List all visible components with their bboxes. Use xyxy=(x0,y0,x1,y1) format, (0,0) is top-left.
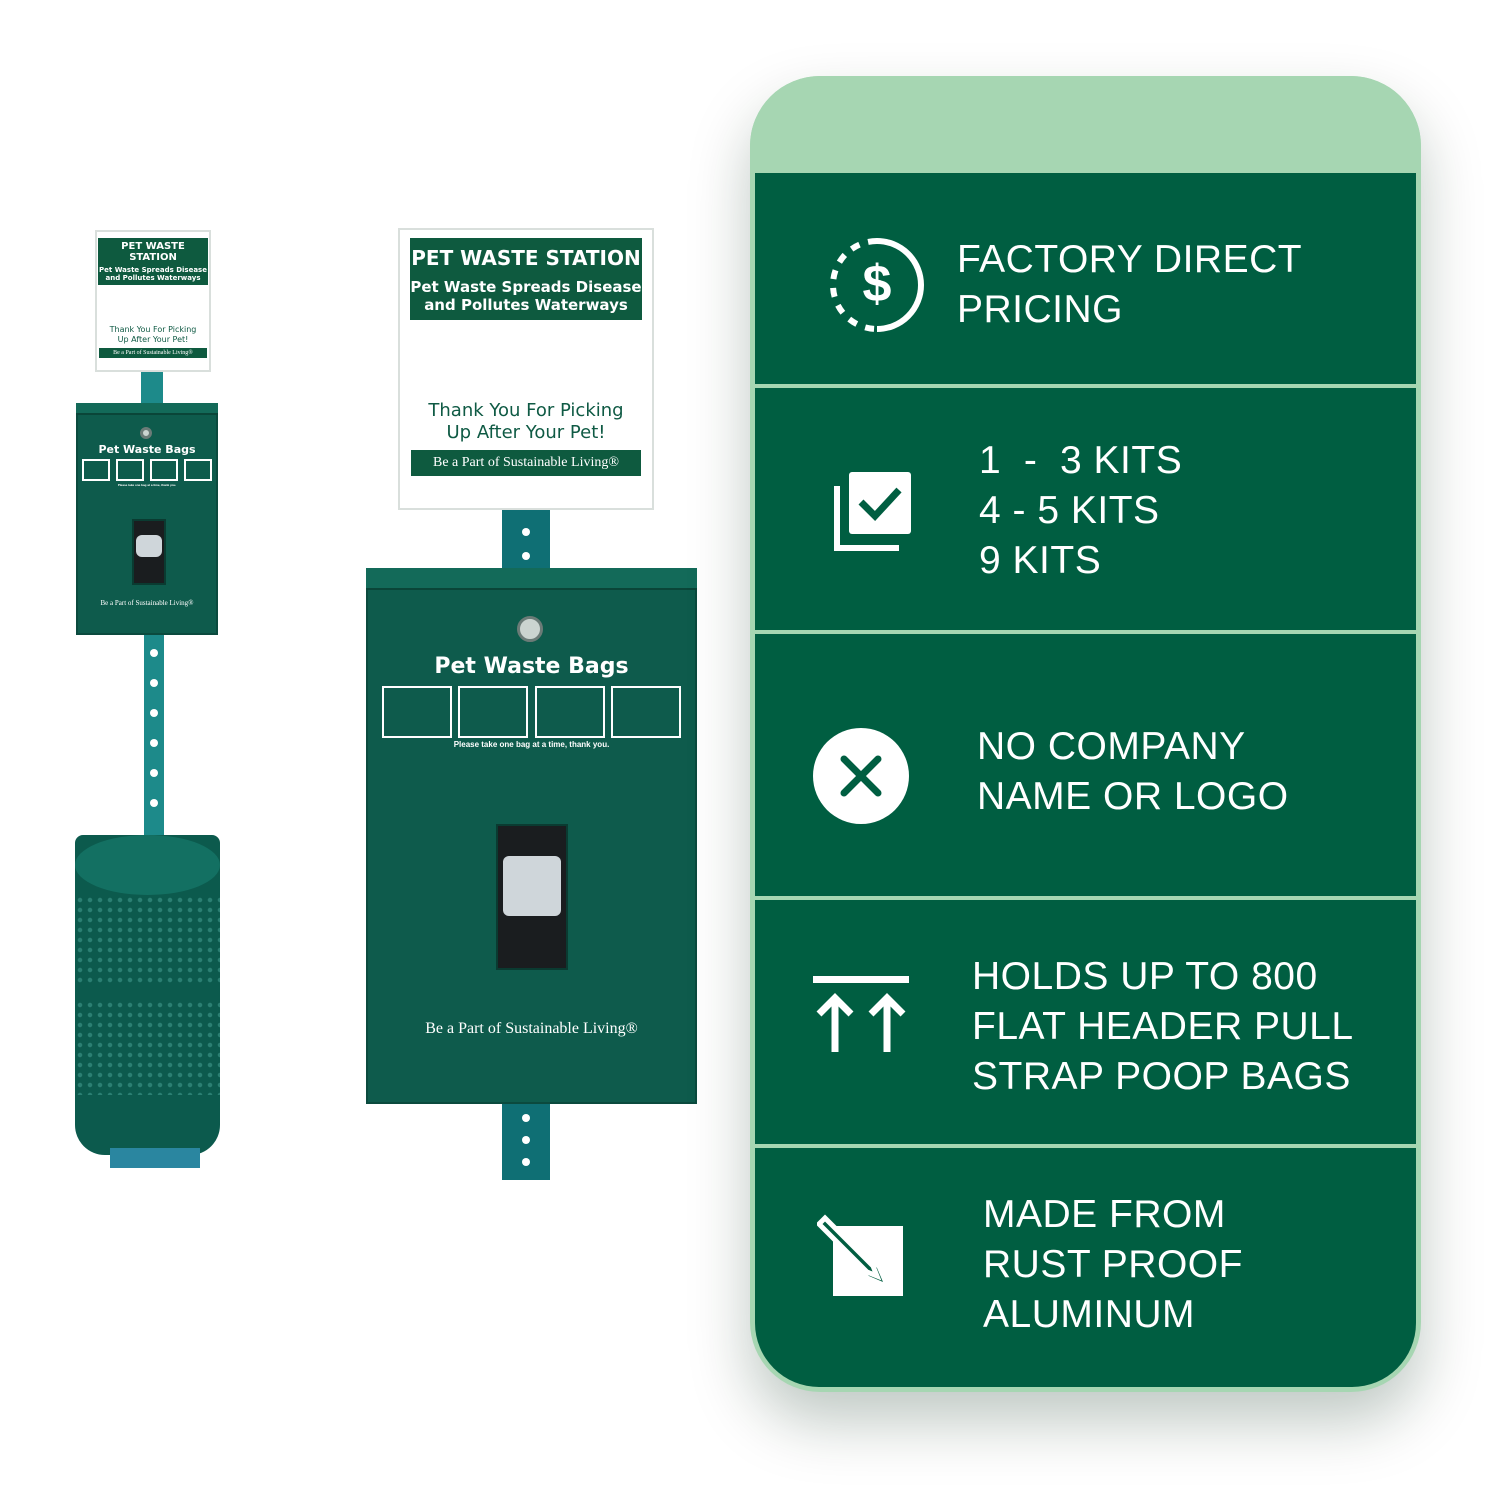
small-box-bag-window xyxy=(132,519,166,585)
large-sign-footer: Be a Part of Sustainable Living® xyxy=(411,450,641,476)
svg-text:$: $ xyxy=(863,255,892,313)
small-station-sign: PET WASTE STATION Pet Waste Spreads Dise… xyxy=(95,230,211,372)
feature-no-logo-line-1: NO COMPANY xyxy=(977,725,1246,768)
feature-list: $ FACTORY DIRECT PRICING 1 - 3 KITS 4 - … xyxy=(755,173,1416,1387)
small-bag-dispenser: Pet Waste Bags Please take one bag at a … xyxy=(76,403,218,635)
large-box-bag-window xyxy=(496,824,568,970)
large-box-motto: Be a Part of Sustainable Living® xyxy=(425,1020,638,1037)
small-sign-subtitle-2: and Pollutes Waterways xyxy=(105,274,201,282)
feature-material-line-2: RUST PROOF xyxy=(983,1243,1243,1286)
large-station-sign: PET WASTE STATION Pet Waste Spreads Dise… xyxy=(398,228,654,510)
small-sign-post xyxy=(141,372,163,410)
small-box-pictograms xyxy=(82,459,212,481)
large-bag-dispenser: Pet Waste Bags Please take one bag at a … xyxy=(366,568,697,1104)
large-sign-subtitle-1: Pet Waste Spreads Disease xyxy=(410,278,642,296)
large-sign-thanks-2: Up After Your Pet! xyxy=(446,422,606,443)
feature-capacity-line-3: STRAP POOP BAGS xyxy=(972,1055,1351,1098)
arrows-up-bar-icon xyxy=(813,976,909,1052)
small-sign-thanks-1: Thank You For Picking xyxy=(109,325,197,334)
feature-capacity-line-1: HOLDS UP TO 800 xyxy=(972,955,1318,998)
checkbox-stack-icon xyxy=(834,472,911,551)
feature-kits-line-1: 1 - 3 KITS xyxy=(979,439,1183,482)
feature-material: MADE FROM RUST PROOF ALUMINUM xyxy=(755,1148,1416,1387)
small-sign-subtitle-1: Pet Waste Spreads Disease xyxy=(99,266,207,274)
feature-kits: 1 - 3 KITS 4 - 5 KITS 9 KITS xyxy=(755,388,1416,630)
small-station-base xyxy=(110,1148,200,1168)
large-box-lock-icon xyxy=(517,616,543,642)
feature-material-line-3: ALUMINUM xyxy=(983,1293,1196,1336)
large-box-title: Pet Waste Bags xyxy=(434,654,629,679)
small-sign-thanks-2: Up After Your Pet! xyxy=(117,335,189,344)
small-sign-title: PET WASTE STATION xyxy=(121,241,185,263)
small-box-note: Please take one bag at a time, thank you… xyxy=(117,483,177,487)
large-box-pictograms xyxy=(382,686,681,738)
feature-capacity-line-2: FLAT HEADER PULL xyxy=(972,1005,1354,1048)
large-box-note: Please take one bag at a time, thank you… xyxy=(453,740,610,749)
small-sign-footer: Be a Part of Sustainable Living® xyxy=(99,348,207,358)
close-circle-icon xyxy=(813,728,909,824)
feature-kits-line-2: 4 - 5 KITS xyxy=(979,489,1160,532)
dollar-circle-icon: $ xyxy=(830,238,924,332)
large-sign-title: PET WASTE STATION xyxy=(411,246,641,270)
large-station-pole xyxy=(502,1104,550,1180)
feature-pricing: $ FACTORY DIRECT PRICING xyxy=(755,173,1416,384)
feature-card: $ FACTORY DIRECT PRICING 1 - 3 KITS 4 - … xyxy=(750,76,1421,1392)
small-box-motto: Be a Part of Sustainable Living® xyxy=(100,599,194,607)
feature-no-logo: NO COMPANY NAME OR LOGO xyxy=(755,634,1416,896)
large-sign-post xyxy=(502,510,550,578)
feature-no-logo-line-2: NAME OR LOGO xyxy=(977,775,1289,818)
feature-card-header xyxy=(750,76,1421,173)
edit-square-icon xyxy=(817,1214,903,1296)
feature-pricing-line-1: FACTORY DIRECT xyxy=(957,238,1303,281)
small-station-pole xyxy=(144,635,164,840)
feature-capacity: HOLDS UP TO 800 FLAT HEADER PULL STRAP P… xyxy=(755,900,1416,1144)
large-sign-thanks-1: Thank You For Picking xyxy=(428,400,624,421)
feature-material-line-1: MADE FROM xyxy=(983,1193,1226,1236)
feature-pricing-line-2: PRICING xyxy=(957,288,1124,331)
small-box-lock-icon xyxy=(140,427,152,439)
large-sign-subtitle-2: and Pollutes Waterways xyxy=(424,296,628,314)
feature-kits-line-3: 9 KITS xyxy=(979,539,1102,582)
small-box-title: Pet Waste Bags xyxy=(98,443,196,456)
small-station-trash-can xyxy=(75,835,220,1155)
